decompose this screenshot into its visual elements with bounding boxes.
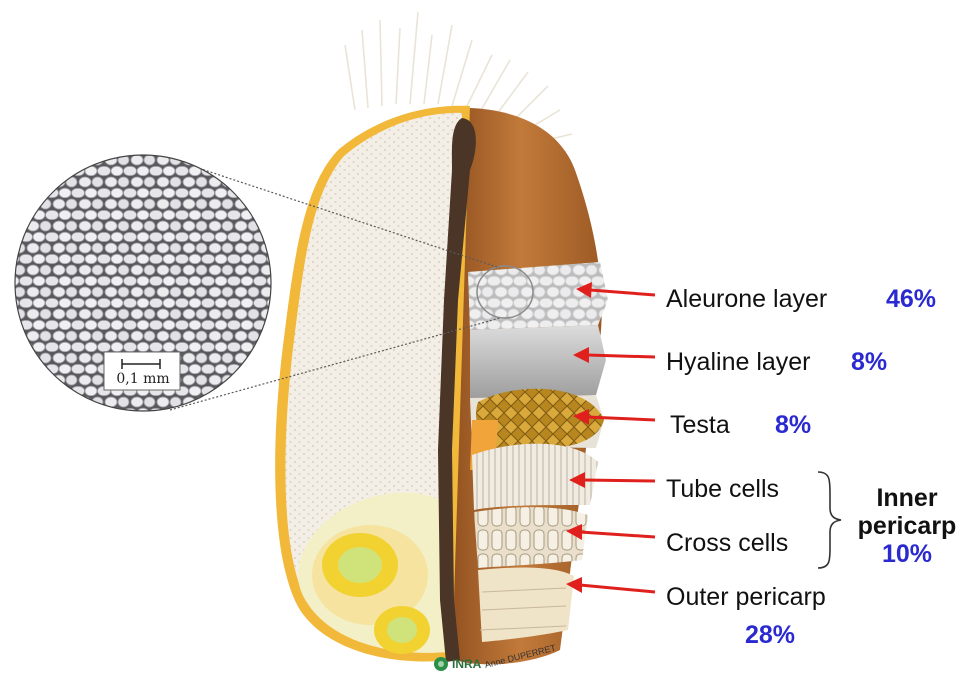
- arrow-tube: [583, 480, 655, 481]
- percent-testa: 8%: [775, 413, 811, 438]
- label-hyaline-layer: Hyaline layer: [666, 350, 811, 375]
- scale-bar-label: 0,1 mm: [108, 371, 178, 387]
- inner-pericarp-line2: pericarp: [842, 512, 972, 540]
- label-aleurone-layer: Aleurone layer: [666, 287, 827, 312]
- arrow-hyaline: [587, 355, 655, 357]
- inner-pericarp-line1: Inner: [842, 484, 972, 512]
- percent-inner-pericarp: 10%: [842, 540, 972, 568]
- arrow-cross: [580, 532, 655, 537]
- inner-pericarp-brace: [818, 472, 841, 568]
- label-testa: Testa: [670, 413, 730, 438]
- percent-outer-pericarp: 28%: [745, 623, 795, 648]
- label-outer-pericarp: Outer pericarp: [666, 585, 826, 610]
- percent-aleurone-layer: 46%: [886, 287, 936, 312]
- arrow-outer: [580, 585, 655, 592]
- credit-logo-text: INRA: [452, 657, 481, 671]
- label-tube-cells: Tube cells: [666, 477, 779, 502]
- percent-hyaline-layer: 8%: [851, 350, 887, 375]
- inra-logo: [434, 657, 448, 671]
- label-cross-cells: Cross cells: [666, 531, 788, 556]
- label-inner-pericarp: Inner pericarp 10%: [842, 484, 972, 568]
